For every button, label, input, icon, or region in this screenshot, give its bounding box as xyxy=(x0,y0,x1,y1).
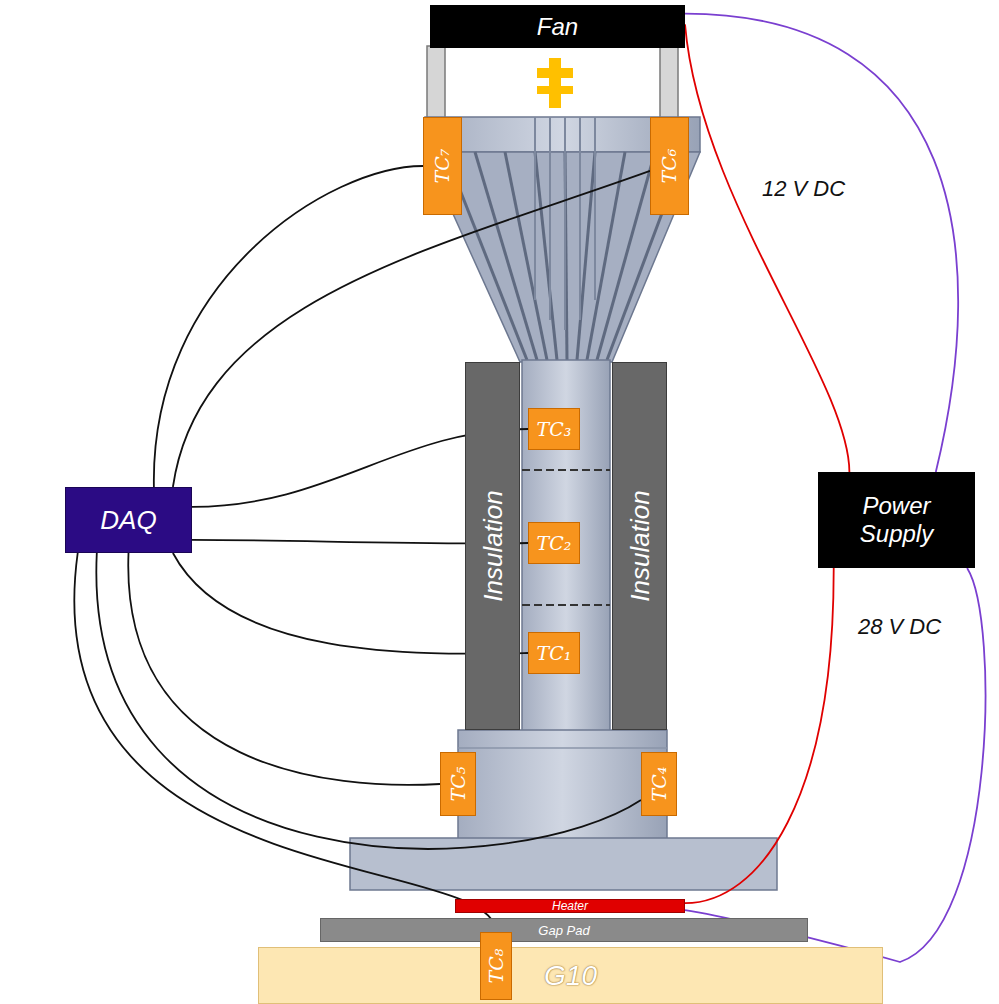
groove xyxy=(534,117,536,300)
heat-sink-grooves xyxy=(535,117,595,330)
wire xyxy=(685,14,958,472)
base-flange xyxy=(458,730,667,840)
section-joint xyxy=(522,604,610,606)
wire xyxy=(173,171,650,487)
thermocouple: TC₈ xyxy=(480,932,512,1000)
voltage-label: 28 V DC xyxy=(856,614,943,640)
thermocouple: TC₁ xyxy=(528,632,580,674)
daq-box: DAQ xyxy=(65,487,192,553)
groove xyxy=(579,117,581,320)
wire xyxy=(154,166,423,487)
g10-base-label: G10 xyxy=(544,960,597,992)
fan-standoff xyxy=(660,46,678,118)
power-supply-box-label: Power Supply xyxy=(841,492,953,548)
test-column xyxy=(522,360,610,732)
g10-base: G10 xyxy=(258,947,883,1004)
wire xyxy=(685,568,834,903)
connector-symbol xyxy=(537,58,573,108)
wire xyxy=(685,568,985,962)
power-supply-box: Power Supply xyxy=(818,472,975,568)
thermocouple: TC₆ xyxy=(650,117,689,215)
base-plate xyxy=(350,838,777,890)
insulation: Insulation xyxy=(465,362,520,730)
insulation: Insulation xyxy=(612,362,667,730)
thermocouple-label: TC₂ xyxy=(537,532,572,554)
insulation-label: Insulation xyxy=(625,490,655,601)
heater: Heater xyxy=(455,899,685,913)
fan-standoff xyxy=(427,46,445,118)
fin xyxy=(535,152,557,360)
thermocouple-label: TC₆ xyxy=(658,149,680,184)
groove xyxy=(564,117,566,330)
flange-rim xyxy=(458,747,667,749)
wire xyxy=(74,553,496,932)
fin xyxy=(505,152,547,360)
thermocouple: TC₂ xyxy=(528,522,580,564)
thermocouple-label: TC₄ xyxy=(648,767,670,802)
wire xyxy=(96,553,641,849)
fan-box: Fan xyxy=(430,5,685,48)
wire xyxy=(685,24,849,472)
heater-label: Heater xyxy=(552,899,588,913)
daq-box-label: DAQ xyxy=(100,505,156,535)
gap-pad-label: Gap Pad xyxy=(538,923,589,938)
thermocouple-label: TC₃ xyxy=(537,418,572,440)
thermocouple-label: TC₅ xyxy=(447,767,469,802)
thermocouple: TC₇ xyxy=(423,117,462,215)
groove xyxy=(549,117,551,320)
wire xyxy=(128,553,440,785)
section-joint xyxy=(522,469,610,471)
thermocouple-label: TC₁ xyxy=(537,642,572,664)
thermocouple-label: TC₈ xyxy=(485,949,507,984)
thermocouple: TC₃ xyxy=(528,408,580,450)
gap-pad: Gap Pad xyxy=(320,918,808,942)
thermocouple: TC₄ xyxy=(641,752,677,816)
fan-box-label: Fan xyxy=(537,13,578,41)
thermocouple: TC₅ xyxy=(440,752,476,816)
insulation-label: Insulation xyxy=(478,490,508,601)
fin xyxy=(475,152,537,360)
thermocouple-label: TC₇ xyxy=(431,149,453,184)
voltage-label: 12 V DC xyxy=(760,176,847,202)
groove xyxy=(594,117,596,300)
